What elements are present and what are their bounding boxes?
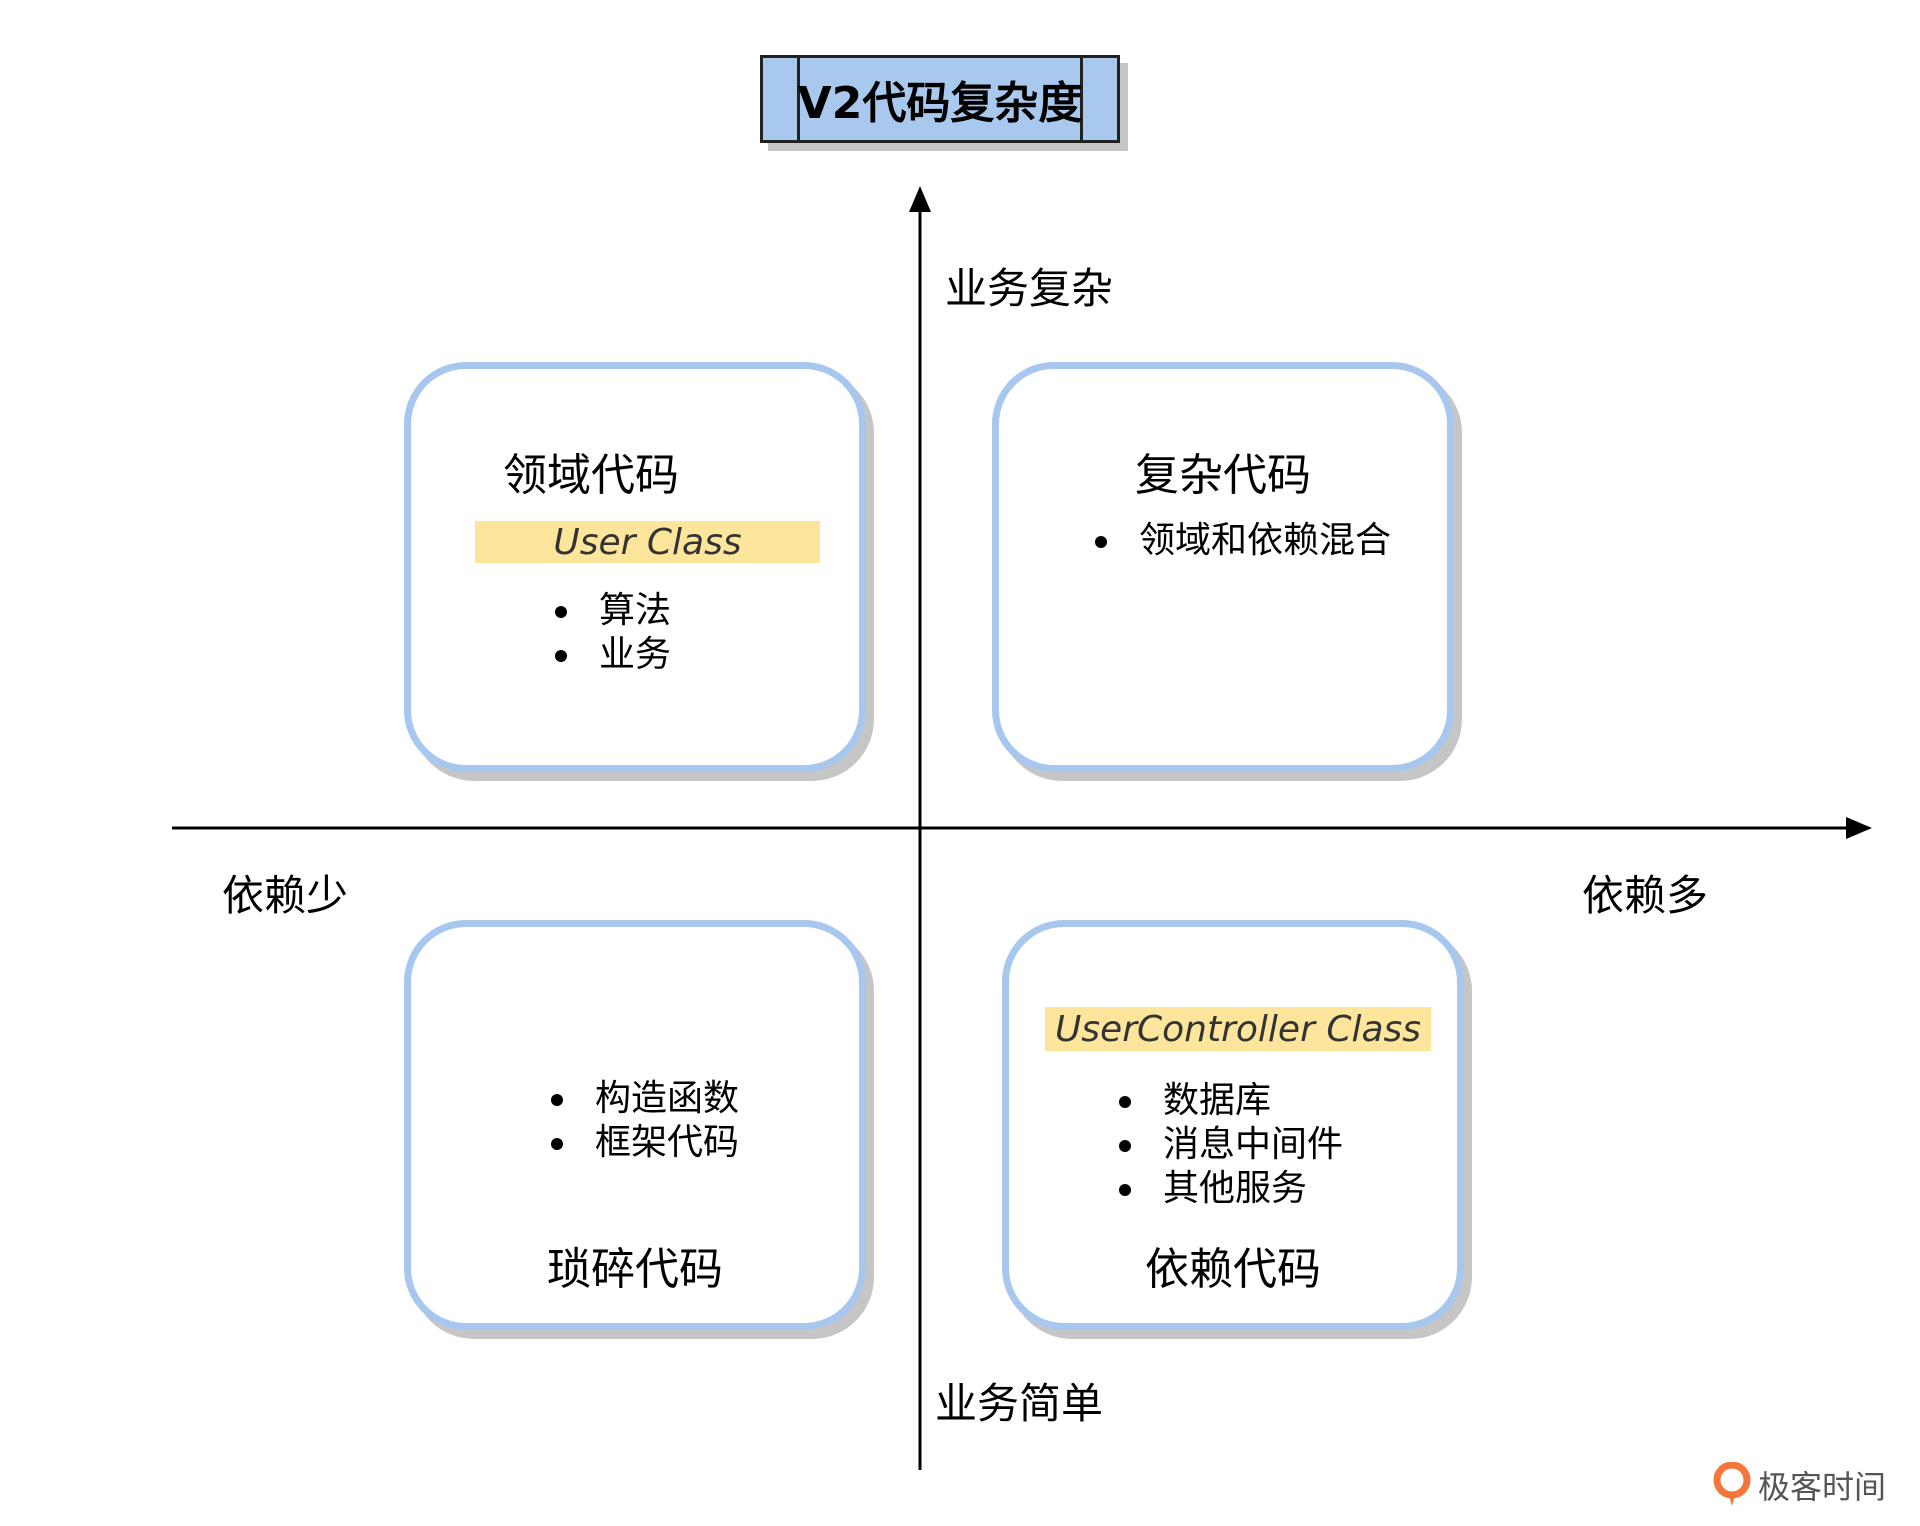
diagram-title: V2代码复杂度 (797, 78, 1083, 129)
bullet-list: 数据库 消息中间件 其他服务 (1115, 1079, 1343, 1211)
list-item: 其他服务 (1115, 1167, 1343, 1211)
quadrant-title: 依赖代码 (1145, 1244, 1321, 1295)
brand-text: 极客时间 (1758, 1468, 1887, 1506)
list-item: 业务 (551, 633, 671, 677)
quadrant-title: 领域代码 (503, 450, 679, 501)
list-item: 算法 (551, 589, 671, 633)
bullet-list: 算法 业务 (551, 589, 671, 677)
title-box-left-bar (797, 58, 800, 140)
quadrant-title: 琐碎代码 (547, 1244, 723, 1295)
title-box-right-bar (1080, 58, 1083, 140)
list-item: 数据库 (1115, 1079, 1343, 1123)
quadrant-complex-code: 复杂代码 领域和依赖混合 (992, 362, 1454, 772)
quadrant-title: 复杂代码 (1135, 450, 1311, 501)
brand-watermark: 极客时间 (1712, 1462, 1886, 1508)
diagram-title-box: V2代码复杂度 (760, 55, 1120, 143)
quadrant-domain-code: 领域代码 User Class 算法 业务 (404, 362, 866, 772)
list-item: 框架代码 (547, 1121, 739, 1165)
list-item: 构造函数 (547, 1077, 739, 1121)
bullet-list: 领域和依赖混合 (1091, 519, 1391, 563)
geektime-logo-icon (1713, 1462, 1751, 1506)
bullet-list: 构造函数 框架代码 (547, 1077, 739, 1165)
list-item: 领域和依赖混合 (1091, 519, 1391, 563)
vertical-axis-arrow (909, 186, 931, 212)
axis-label-bottom: 业务简单 (935, 1379, 1104, 1428)
quadrant-trivial-code: 构造函数 框架代码 琐碎代码 (404, 920, 866, 1330)
axis-label-left: 依赖少 (222, 871, 349, 920)
class-highlight: User Class (475, 521, 820, 563)
class-highlight: UserController Class (1045, 1007, 1431, 1051)
horizontal-axis-arrow (1846, 817, 1872, 839)
axis-label-top: 业务复杂 (945, 264, 1114, 313)
axis-label-right: 依赖多 (1582, 871, 1709, 920)
quadrant-dependency-code: UserController Class 数据库 消息中间件 其他服务 依赖代码 (1002, 920, 1464, 1330)
list-item: 消息中间件 (1115, 1123, 1343, 1167)
